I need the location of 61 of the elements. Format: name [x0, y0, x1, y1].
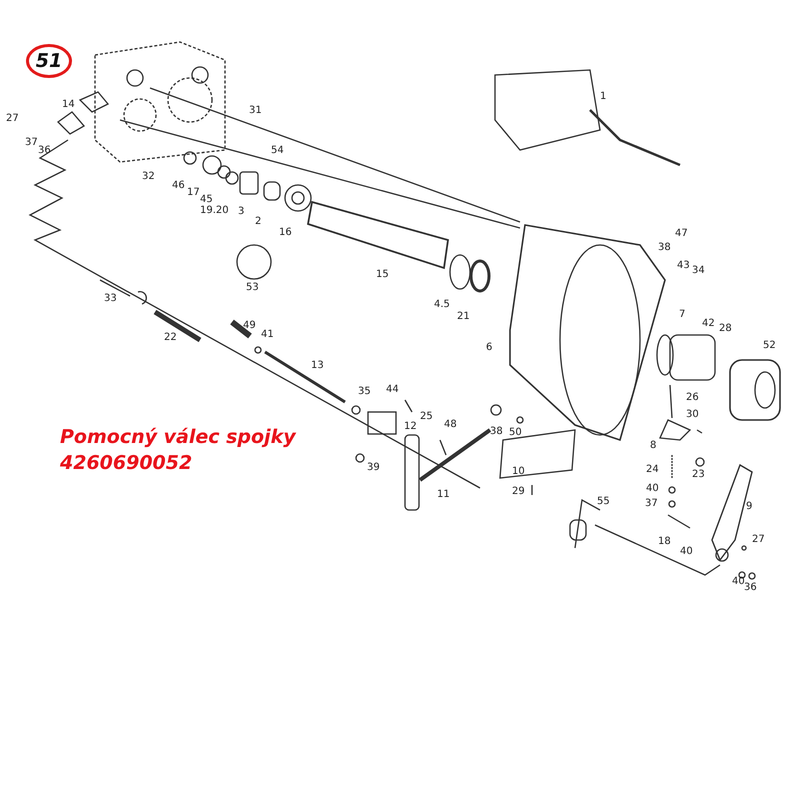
callout-number: 36: [38, 146, 51, 156]
callout-number: 1: [600, 92, 606, 102]
callout-number: 40: [646, 484, 659, 494]
callout-number: 32: [142, 172, 155, 182]
callout-number: 26: [686, 393, 699, 403]
callout-number: 7: [679, 310, 686, 320]
callout-number: 6: [486, 343, 492, 353]
callout-number: 9: [746, 502, 752, 512]
callout-number: 53: [246, 283, 259, 293]
callout-number: 31: [249, 106, 262, 116]
callout-number: 45: [200, 195, 213, 205]
callout-number: 52: [763, 341, 776, 351]
callout-number: 21: [457, 312, 470, 322]
callout-number: 22: [164, 333, 177, 343]
callout-number: 23: [692, 470, 705, 480]
callout-number: 25: [420, 412, 433, 422]
callout-number: 2: [255, 217, 262, 227]
callout-number: 18: [658, 537, 671, 547]
callout-number: 30: [686, 410, 699, 420]
callout-number: 29: [512, 487, 525, 497]
callout-number: 37: [25, 138, 38, 148]
callout-number: 55: [597, 497, 610, 507]
callout-number: 10: [512, 467, 525, 477]
callout-number: 3: [238, 207, 244, 217]
callout-number: 37: [645, 499, 658, 509]
callout-number: 19.20: [200, 206, 229, 216]
callout-number: 16: [279, 228, 292, 238]
callout-number: 14: [62, 100, 75, 110]
callout-number: 41: [261, 330, 274, 340]
callout-number: 54: [271, 146, 284, 156]
callout-number: 27: [752, 535, 765, 545]
callout-number: 49: [243, 321, 256, 331]
callout-number: 40: [680, 547, 693, 557]
callout-number: 47: [675, 229, 688, 239]
callout-number: 43: [677, 261, 690, 271]
callout-number: 12: [404, 422, 417, 432]
callout-number: 27: [6, 114, 19, 124]
callout-number: 4.5: [434, 300, 450, 310]
callout-number: 33: [104, 294, 117, 304]
part-caption: Pomocný válec spojky: [60, 426, 296, 449]
callout-number: 34: [692, 266, 705, 276]
callout-number: 8: [650, 441, 656, 451]
callout-number: 44: [386, 385, 399, 395]
callout-number: 38: [490, 427, 503, 437]
callout-number: 17: [187, 188, 200, 198]
callout-number: 38: [658, 243, 671, 253]
callout-number: 36: [744, 583, 757, 593]
callout-number: 11: [437, 490, 450, 500]
circled-page-number: 51: [26, 44, 72, 78]
callout-number: 24: [646, 465, 659, 475]
callout-number: 50: [509, 428, 522, 438]
callout-number: 39: [367, 463, 380, 473]
callout-number: 48: [444, 420, 457, 430]
part-caption: 4260690052: [60, 452, 192, 475]
callout-number: 35: [358, 387, 371, 397]
callout-number: 13: [311, 361, 324, 371]
callout-number: 40: [732, 577, 745, 587]
callout-number: 46: [172, 181, 185, 191]
callout-number: 42: [702, 319, 715, 329]
callout-number: 15: [376, 270, 389, 280]
callout-number: 28: [719, 324, 732, 334]
